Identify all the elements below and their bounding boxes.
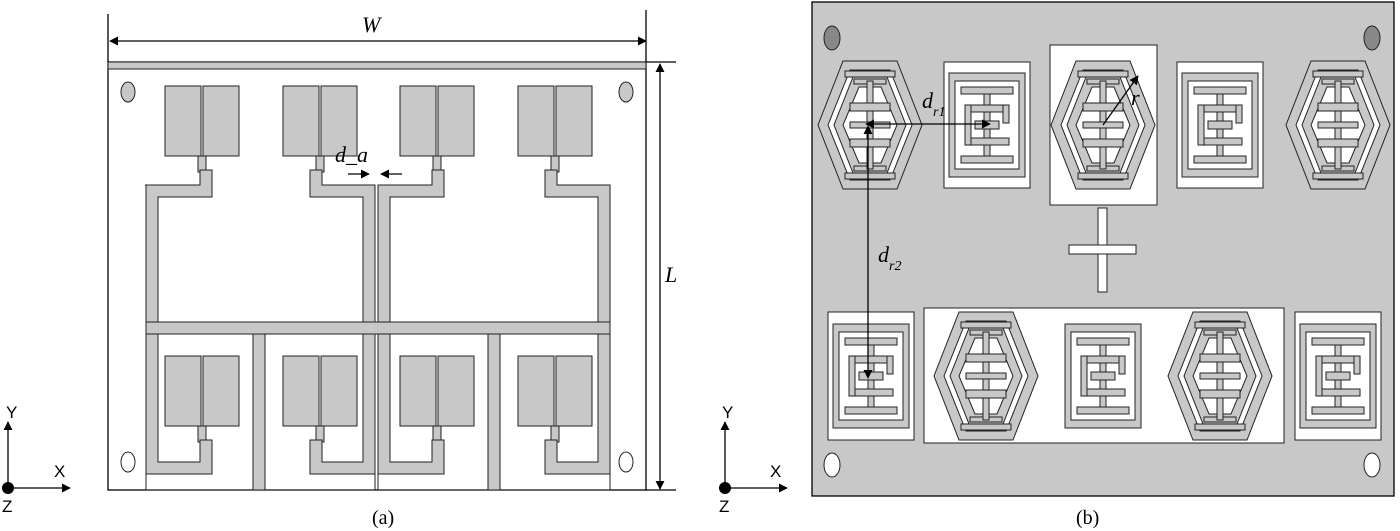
feed-bays	[145, 333, 611, 491]
axis-x-label: X	[54, 462, 65, 481]
panel-b: dr1 dr2 r Y X Z (b)	[719, 1, 1395, 529]
axis-z-label: Z	[2, 497, 12, 516]
panel-a-ground-edge	[107, 61, 647, 70]
axis-y-label: Y	[722, 403, 733, 422]
mount-hole	[120, 81, 136, 103]
axes-b: Y X Z	[719, 403, 788, 516]
rect-resonator	[1299, 323, 1377, 429]
dim-w-label: W	[362, 12, 382, 37]
mount-hole	[618, 81, 634, 103]
axis-x-label: X	[770, 462, 781, 481]
axes-a: Y X Z	[2, 403, 71, 516]
rect-resonator	[1064, 323, 1142, 429]
axis-y-label: Y	[6, 403, 17, 422]
dim-da-label: d_a	[335, 142, 368, 167]
mount-hole	[618, 451, 634, 473]
dim-dr1-label: dr1	[922, 88, 945, 120]
panel-b-caption: (b)	[1076, 507, 1099, 529]
panel-a: W L d_a Y X Z (a)	[2, 10, 677, 529]
axis-origin	[2, 482, 14, 494]
mount-hole	[1363, 452, 1381, 478]
cross-slot	[1068, 207, 1137, 293]
mount-hole	[1363, 25, 1381, 51]
mount-hole	[823, 25, 841, 51]
dim-r-label: r	[1131, 85, 1140, 110]
rect-resonator	[1181, 72, 1259, 178]
panel-a-caption: (a)	[372, 507, 394, 529]
axis-z-label: Z	[719, 497, 729, 516]
axis-origin	[719, 482, 731, 494]
mount-hole	[120, 451, 136, 473]
rect-resonator	[948, 72, 1026, 178]
rect-resonator	[832, 323, 910, 429]
mount-hole	[823, 452, 841, 478]
dim-r-line	[1102, 75, 1139, 126]
dim-dr2-label: dr2	[878, 242, 901, 274]
dim-l-label: L	[664, 262, 677, 287]
